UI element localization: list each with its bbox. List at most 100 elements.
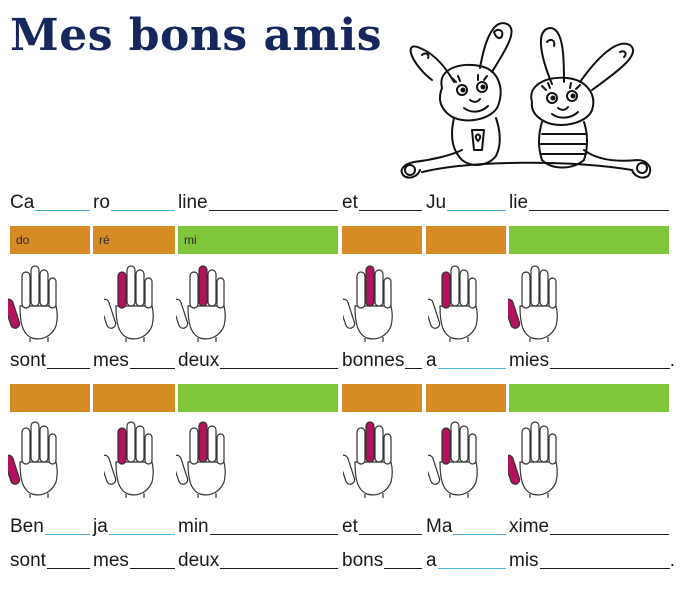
hand-index-icon	[428, 421, 478, 498]
finger-thumb	[104, 454, 117, 485]
syllable: line	[178, 190, 338, 214]
finger-ring	[374, 269, 384, 307]
finger-thumb	[8, 298, 21, 329]
finger-middle	[365, 265, 375, 307]
syllable: bonnes	[342, 348, 422, 372]
hand-index-icon	[428, 265, 478, 342]
note-bar	[509, 226, 669, 254]
finger-index	[117, 427, 127, 465]
finger-index	[356, 427, 366, 465]
note-bar	[178, 384, 338, 412]
syllable: deux	[178, 348, 338, 372]
finger-pinky	[48, 433, 57, 465]
hand-middle-icon	[343, 265, 393, 342]
finger-ring	[39, 269, 49, 307]
syllable: Ben	[10, 514, 90, 538]
finger-middle	[126, 421, 136, 463]
finger-middle	[365, 421, 375, 463]
note-bar: mi	[178, 226, 338, 254]
finger-thumb	[508, 298, 521, 329]
finger-index	[117, 271, 127, 309]
finger-pinky	[144, 277, 153, 309]
finger-pinky	[468, 277, 477, 309]
syllable: et	[342, 514, 422, 538]
note-bar-row-1: do ré mi	[0, 226, 681, 254]
finger-middle	[450, 421, 460, 463]
finger-pinky	[548, 433, 557, 465]
finger-middle	[198, 421, 208, 463]
hand-thumb-icon	[8, 265, 58, 342]
note-bar	[426, 226, 506, 254]
syllable: Ca	[10, 190, 90, 214]
finger-thumb	[176, 298, 189, 329]
hand-middle-icon	[176, 265, 226, 342]
finger-pinky	[468, 433, 477, 465]
finger-pinky	[216, 433, 225, 465]
finger-index	[441, 427, 451, 465]
finger-thumb	[176, 454, 189, 485]
finger-middle	[450, 265, 460, 307]
syllable: a	[426, 548, 506, 572]
syllable: sont	[10, 548, 90, 572]
note-bar	[509, 384, 669, 412]
finger-pinky	[144, 433, 153, 465]
finger-ring	[459, 269, 469, 307]
finger-index	[521, 271, 531, 309]
syllable: deux	[178, 548, 338, 572]
finger-index	[189, 427, 199, 465]
finger-ring	[135, 425, 145, 463]
finger-middle	[126, 265, 136, 307]
finger-thumb	[428, 454, 441, 485]
finger-index	[21, 271, 31, 309]
hand-row-1	[0, 262, 681, 342]
syllable: sont	[10, 348, 90, 372]
syllable: lie	[509, 190, 669, 214]
finger-middle	[530, 265, 540, 307]
finger-thumb	[8, 454, 21, 485]
hand-thumb-icon	[8, 421, 58, 498]
finger-thumb	[343, 298, 356, 329]
finger-thumb	[343, 454, 356, 485]
finger-ring	[374, 425, 384, 463]
lyrics-line-4: sont mes deux bons a mis.	[0, 548, 681, 574]
syllable: mies.	[509, 350, 675, 371]
finger-ring	[539, 425, 549, 463]
note-bar-row-2	[0, 384, 681, 412]
note-bar	[10, 384, 90, 412]
lyrics-line-2: sont mes deux bonnes a mies.	[0, 348, 681, 374]
page-title: Mes bons amis	[10, 10, 383, 61]
syllable: ro	[93, 190, 175, 214]
finger-pinky	[216, 277, 225, 309]
syllable: Ju	[426, 190, 506, 214]
syllable: xime	[509, 514, 669, 538]
hand-middle-icon	[343, 421, 393, 498]
finger-ring	[39, 425, 49, 463]
two-bunnies-illustration	[400, 22, 652, 179]
finger-thumb	[428, 298, 441, 329]
finger-index	[521, 427, 531, 465]
finger-thumb	[104, 298, 117, 329]
syllable: a	[426, 348, 506, 372]
lyrics-line-3: Ben ja min et Ma xime	[0, 514, 681, 540]
syllable: mes	[93, 548, 175, 572]
finger-ring	[207, 425, 217, 463]
finger-pinky	[383, 433, 392, 465]
finger-pinky	[48, 277, 57, 309]
finger-thumb	[508, 454, 521, 485]
finger-pinky	[548, 277, 557, 309]
syllable: mis.	[509, 550, 675, 571]
syllable: min	[178, 514, 338, 538]
finger-middle	[30, 421, 40, 463]
lyrics-line-1: Ca ro line et Ju lie	[0, 190, 681, 216]
finger-index	[356, 271, 366, 309]
syllable: ja	[93, 514, 175, 538]
note-bar	[426, 384, 506, 412]
finger-pinky	[383, 277, 392, 309]
note-bar	[342, 226, 422, 254]
finger-middle	[30, 265, 40, 307]
hand-thumb-icon	[508, 265, 558, 342]
note-bar	[93, 384, 175, 412]
hand-middle-icon	[176, 421, 226, 498]
syllable: et	[342, 190, 422, 214]
syllable: Ma	[426, 514, 506, 538]
